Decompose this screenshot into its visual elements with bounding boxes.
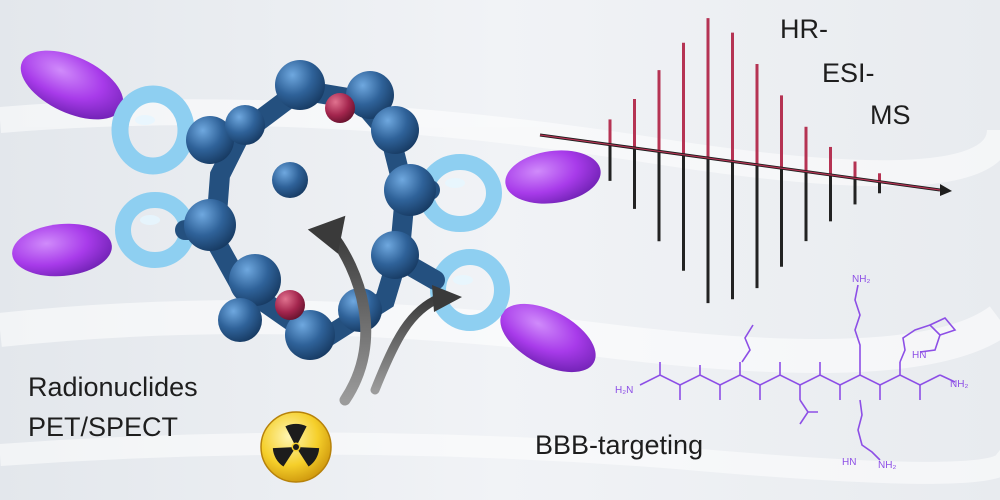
torus-top-left — [111, 85, 195, 175]
chem-amide-end: NH₂ — [950, 379, 968, 390]
ms-label-line2: ESI- — [822, 58, 875, 88]
curved-arrow-right — [370, 293, 445, 395]
peptide-structure — [639, 284, 957, 461]
chem-indole-nh: HN — [912, 350, 926, 361]
ellipsoid-mid-right — [505, 150, 601, 204]
targeting-ellipsoids — [12, 50, 601, 373]
macrocycle-molecule-icon — [175, 60, 445, 360]
chem-guanidine-left: HN — [842, 457, 856, 468]
chem-amine-top: NH₂ — [852, 274, 870, 285]
ellipsoid-mid-left — [12, 223, 112, 277]
curved-arrows — [307, 215, 462, 406]
metal-node-bottom — [275, 290, 305, 320]
ellipsoid-bottom-right — [500, 303, 596, 373]
chem-n-terminus: H₂N — [615, 385, 633, 396]
radiation-trefoil-icon — [260, 411, 332, 483]
pet-spect-label: PET/SPECT — [28, 412, 179, 442]
bbb-targeting-label: BBB-targeting — [535, 430, 704, 460]
radionuclides-label: Radionuclides — [28, 372, 198, 402]
metal-node-top — [325, 93, 355, 123]
chem-guanidine-right: NH₂ — [878, 460, 896, 471]
mass-spectrum — [539, 18, 952, 304]
ellipsoid-top-left — [20, 50, 124, 120]
peptide-atom-labels: H₂N NH₂ NH₂ HN NH₂ HN — [615, 274, 968, 471]
ms-label-line1: HR- — [780, 14, 828, 44]
ms-label-line3: MS — [870, 100, 911, 130]
curved-arrow-left — [324, 226, 372, 406]
